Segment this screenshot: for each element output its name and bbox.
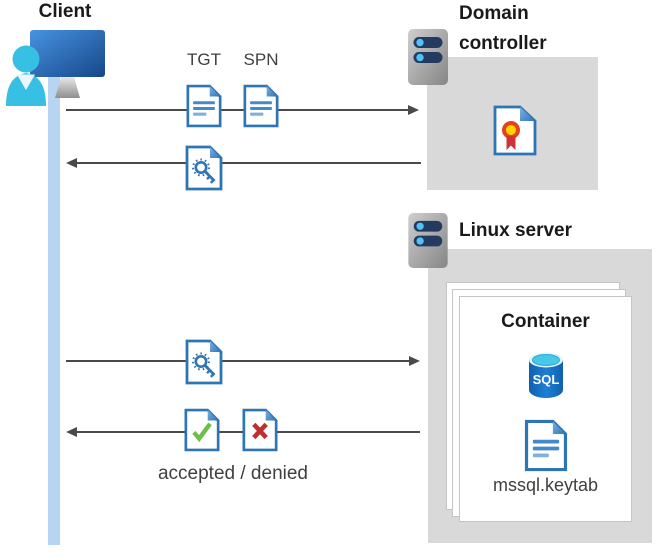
spn-document-icon (243, 84, 279, 128)
denied-document-icon (242, 408, 278, 452)
linux-server-title: Linux server (459, 220, 572, 241)
sql-database-icon: SQL (529, 352, 563, 398)
tgt-label: TGT (187, 50, 221, 69)
container-card (459, 296, 632, 522)
tgt-document-icon (186, 84, 222, 128)
keytab-file-label: mssql.keytab (492, 475, 599, 495)
client-title: Client (38, 1, 92, 22)
client-device-icon (6, 30, 105, 106)
rosette-icon (502, 121, 520, 139)
client-lifeline (48, 74, 60, 545)
verdict-caption: accepted / denied (157, 463, 308, 484)
keytab-file-icon (524, 419, 568, 472)
monitor-icon (30, 30, 105, 77)
check-icon (192, 422, 212, 443)
spn-label: SPN (243, 50, 279, 69)
arrow-response-ticket (66, 158, 421, 168)
svg-text:SQL: SQL (533, 372, 560, 387)
accepted-document-icon (184, 408, 220, 452)
domain-controller-server-icon (408, 29, 448, 85)
monitor-stand (55, 77, 80, 98)
arrow-request-tgt-spn (66, 105, 419, 115)
key-ticket-icon (185, 339, 223, 385)
arrow-request-service (66, 356, 420, 366)
container-title: Container (501, 311, 590, 332)
ribbon-icon (506, 136, 516, 150)
domain-controller-title: Domain controller (459, 3, 547, 54)
person-collar (17, 74, 35, 90)
person-head-icon (12, 45, 40, 73)
cross-icon (252, 422, 268, 440)
key-ticket-icon (185, 145, 223, 191)
linux-server-icon (408, 212, 448, 269)
certificate-icon (493, 105, 537, 156)
